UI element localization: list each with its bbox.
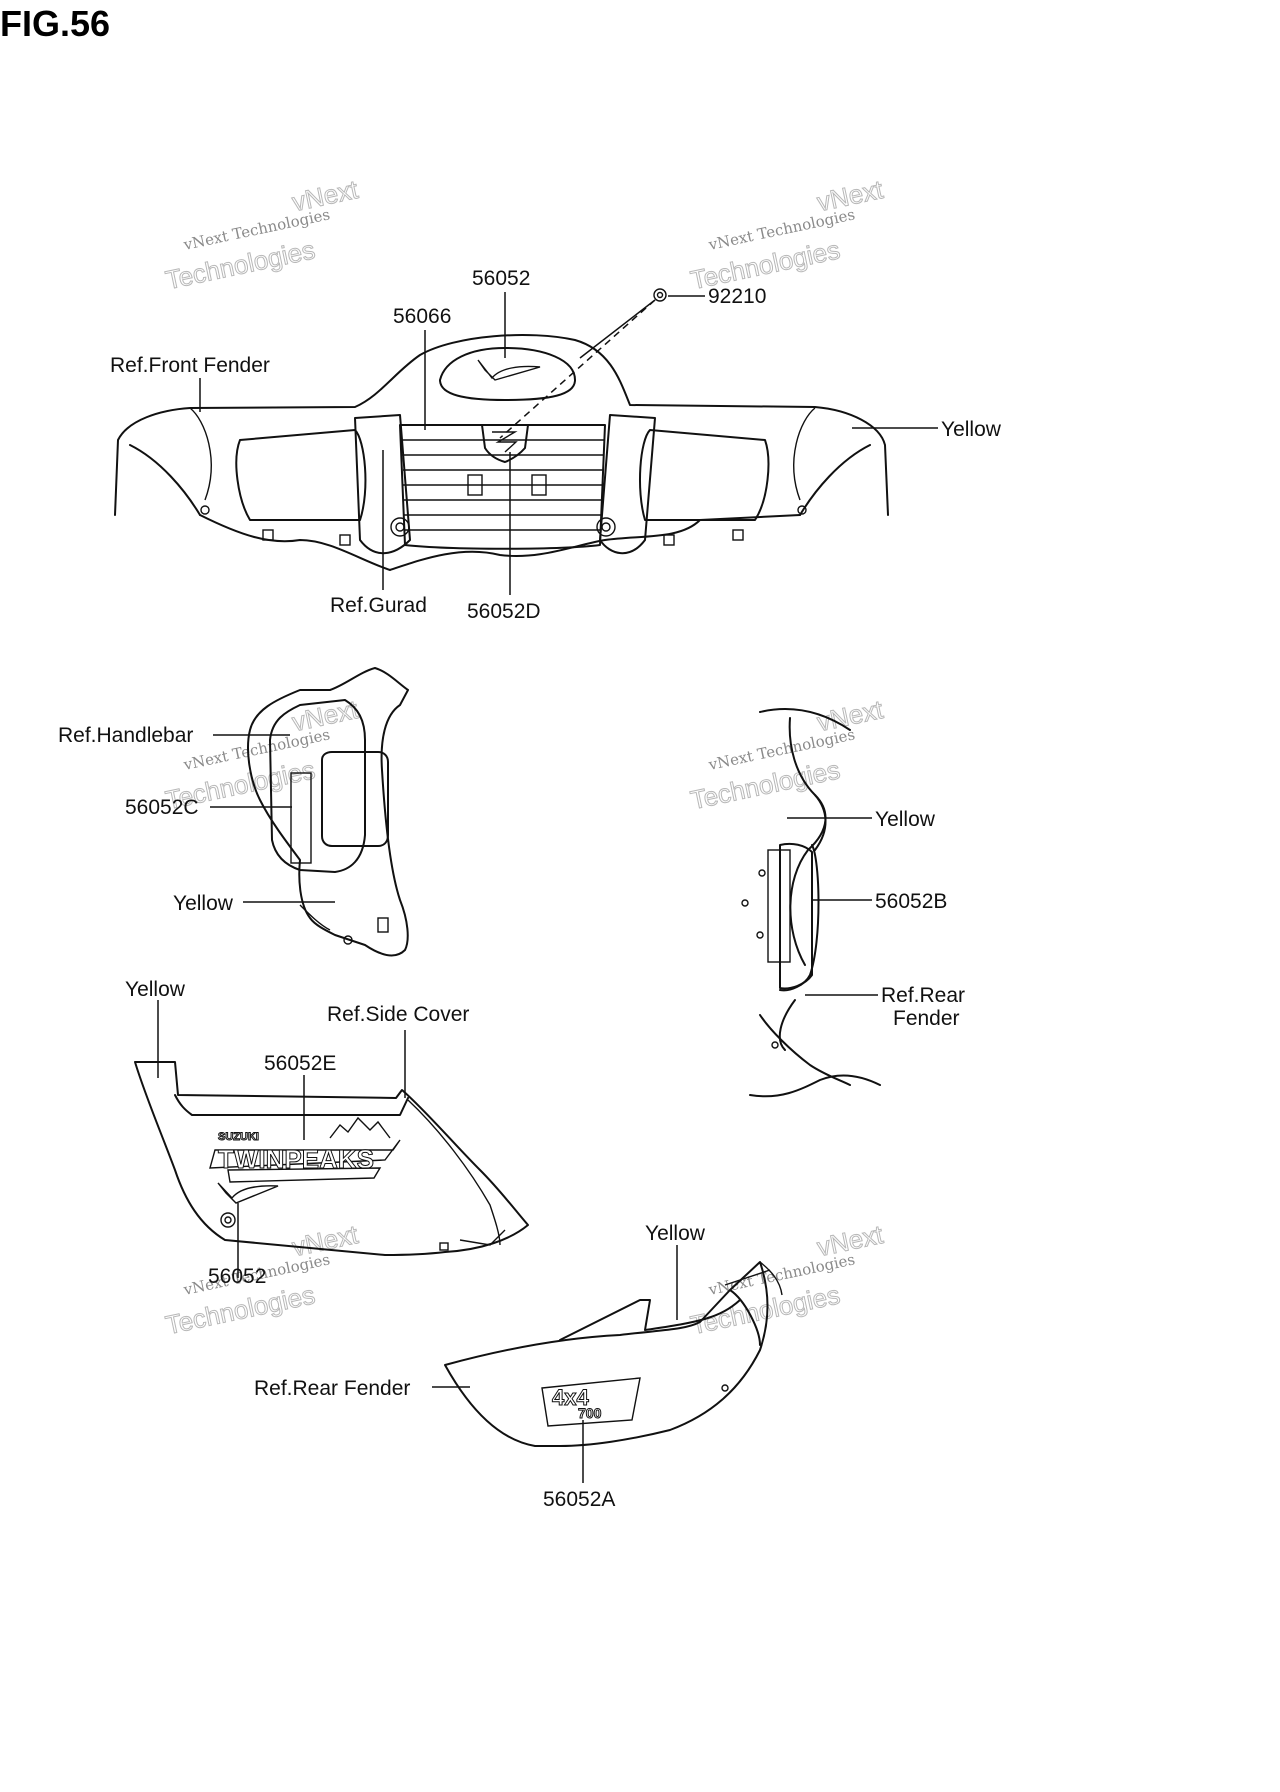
label-56066: 56066	[393, 305, 451, 328]
rear-fender-right-drawing: SUZUKI	[741, 708, 881, 1098]
label-ref-rear-fender-right-2: Fender	[893, 1007, 960, 1030]
label-92210: 92210	[708, 285, 766, 308]
handlebar-cover-drawing: SUZUKI	[247, 667, 409, 957]
label-ref-rear-fender-bottom: Ref.Rear Fender	[254, 1377, 410, 1400]
label-yellow-front: Yellow	[941, 418, 1002, 441]
watermark-group-6: vNext vNext Technologies Technologies	[687, 1218, 887, 1340]
front-leader-lines	[199, 292, 938, 595]
label-56052C: 56052C	[125, 796, 199, 819]
label-ref-rear-fender-right-1: Ref.Rear	[881, 984, 965, 1007]
label-ref-handlebar: Ref.Handlebar	[58, 724, 193, 747]
label-56052A: 56052A	[543, 1488, 615, 1511]
rear-fender-right-leader-lines	[787, 817, 878, 996]
label-56052D: 56052D	[467, 600, 541, 623]
label-ref-side-cover: Ref.Side Cover	[327, 1003, 469, 1026]
label-ref-front-fender: Ref.Front Fender	[110, 354, 270, 377]
label-ref-gurad: Ref.Gurad	[330, 594, 427, 617]
watermark-group-4: vNext vNext Technologies Technologies	[687, 693, 887, 815]
label-56052E: 56052E	[264, 1052, 336, 1075]
label-yellow-side: Yellow	[125, 978, 186, 1001]
handlebar-leader-lines	[210, 734, 335, 903]
label-56052B: 56052B	[875, 890, 947, 913]
label-56052-side: 56052	[208, 1265, 266, 1288]
side-cover-drawing: TWINPEAKS SUZUKI	[134, 1061, 529, 1256]
rear-fender-bottom-leader-lines	[432, 1245, 678, 1483]
part-92210-clip	[653, 288, 667, 302]
side-cover-leader-lines	[157, 1000, 406, 1278]
watermark-group-2: vNext vNext Technologies Technologies	[687, 173, 887, 295]
label-yellow-rear-bottom: Yellow	[645, 1222, 706, 1245]
decal-4x4: 4x4	[552, 1385, 589, 1410]
watermark-group-1: vNext vNext Technologies Technologies	[162, 173, 362, 295]
decal-suzuki-side: SUZUKI	[218, 1131, 259, 1143]
rear-fender-bottom-drawing: 4x4 700	[444, 1261, 783, 1447]
label-yellow-handlebar: Yellow	[173, 892, 234, 915]
label-yellow-rear-top: Yellow	[875, 808, 936, 831]
label-56052-top: 56052	[472, 267, 530, 290]
front-fender-drawing	[114, 334, 889, 571]
figure-title: FIG.56	[0, 3, 110, 44]
decal-700: 700	[578, 1405, 602, 1421]
